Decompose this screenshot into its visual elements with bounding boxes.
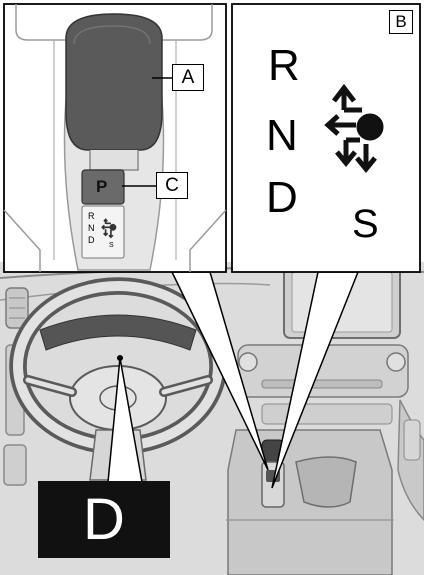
callout-label-b: B	[389, 10, 413, 34]
gate-sport-label: S	[352, 204, 379, 244]
mini-gate-reverse: R	[88, 212, 95, 221]
mini-gate-drive: D	[88, 236, 95, 245]
gear-indicator-panel	[232, 4, 420, 272]
callout-label-c: C	[156, 172, 188, 199]
park-button-letter: P	[96, 178, 107, 195]
mini-gate-neutral: N	[88, 224, 95, 233]
gear-position-display: D	[38, 481, 170, 558]
gate-drive-label: D	[266, 176, 298, 220]
mini-gate-sport: S	[109, 242, 114, 249]
gate-reverse-label: R	[268, 44, 300, 88]
callout-label-a: A	[172, 64, 204, 91]
gate-neutral-label: N	[266, 114, 298, 158]
